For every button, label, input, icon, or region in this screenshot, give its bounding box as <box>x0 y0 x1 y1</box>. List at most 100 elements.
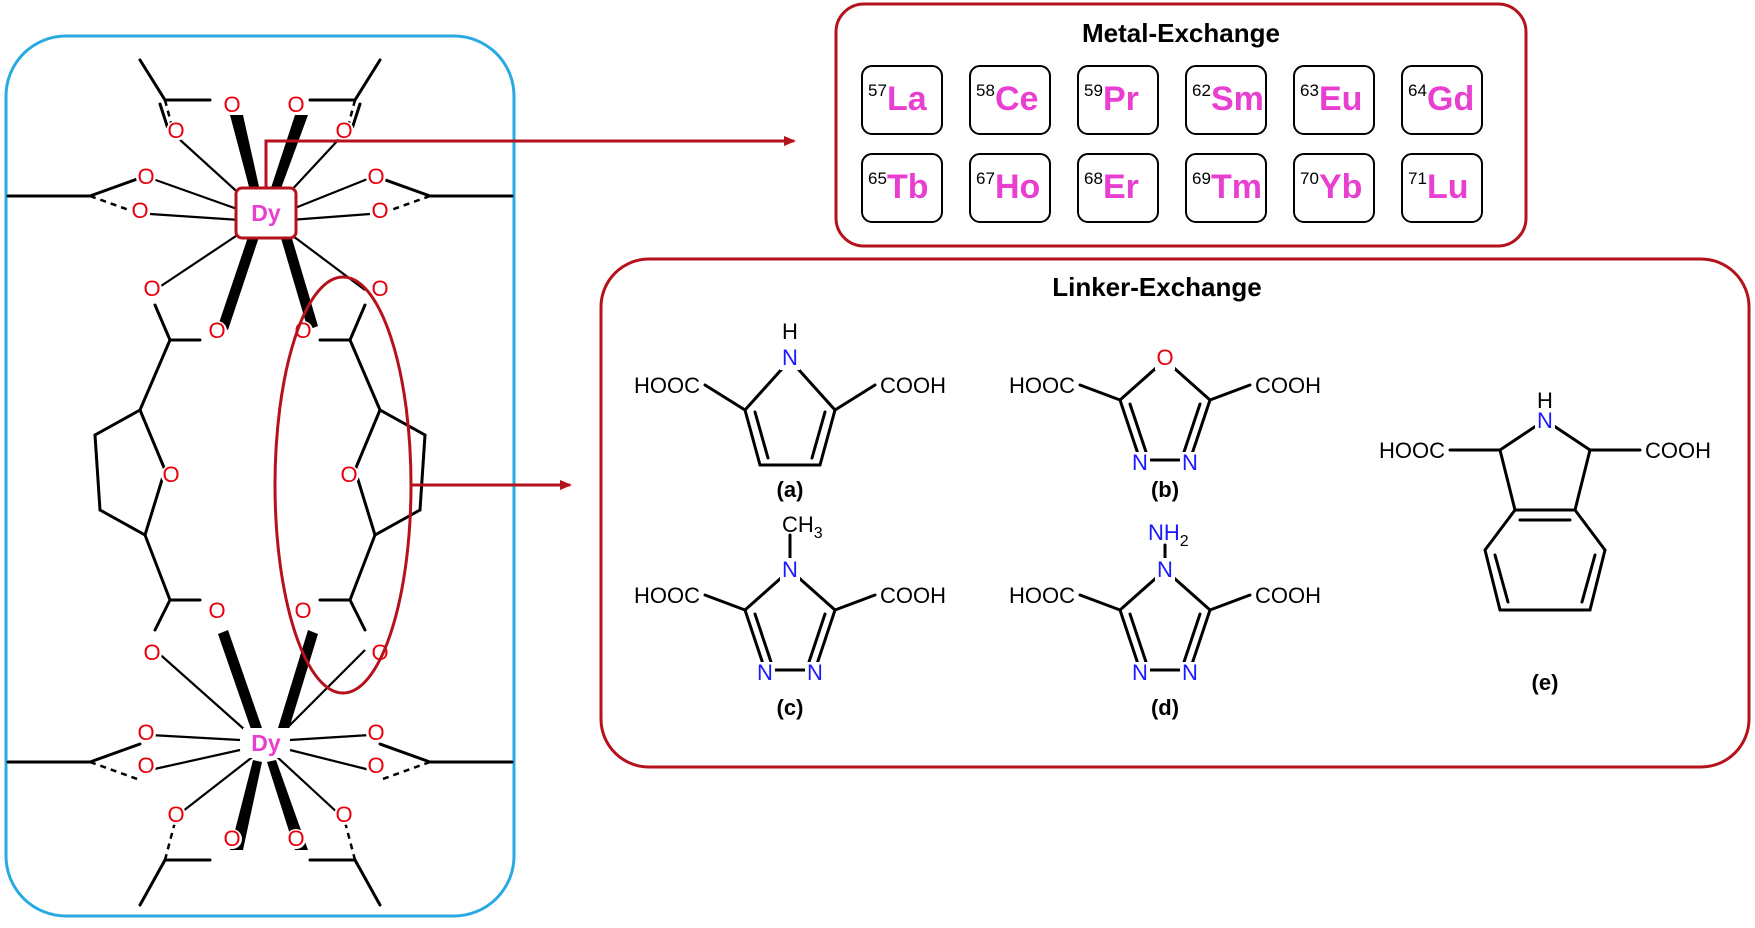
oxygen-atom-bg <box>286 95 306 115</box>
element-number: 65 <box>868 169 887 188</box>
oxygen-atom: O <box>208 318 225 343</box>
dy-upper-label: Dy <box>251 200 281 226</box>
oxygen-atom: O <box>162 462 179 487</box>
oxygen-atom: O <box>371 640 388 665</box>
linker-d-n1: N <box>1132 660 1148 685</box>
linker-d-caption: (d) <box>1151 695 1179 720</box>
dy-lower-label: Dy <box>251 730 281 756</box>
oxygen-atom-bg <box>207 321 227 341</box>
element-tile-frame <box>1401 65 1483 135</box>
element-tile-frame <box>1293 65 1375 135</box>
linker-c-n-methyl: N <box>782 557 798 582</box>
linker-b: O N N HOOC COOH (b) <box>1009 345 1321 502</box>
linker-a-n: N <box>782 345 798 370</box>
oxygen-atom: O <box>223 92 240 117</box>
element-symbol: Lu <box>1427 168 1469 206</box>
linker-exchange-panel: Linker-Exchange N H HOOC COOH (a) <box>599 257 1751 769</box>
element-tile-frame <box>1185 65 1267 135</box>
structure-frame <box>4 34 516 918</box>
linker-e-caption: (e) <box>1532 670 1559 695</box>
oxygen-atom-bg <box>222 829 242 849</box>
linker-e: N H HOOC COOH (e) <box>1379 388 1711 695</box>
oxygen-atom: O <box>208 598 225 623</box>
oxygen-atom: O <box>335 802 352 827</box>
oxygen-atom: O <box>371 198 388 223</box>
linker-b-o: O <box>1156 345 1173 370</box>
element-number: 64 <box>1408 81 1427 100</box>
linker-c-caption: (c) <box>777 695 804 720</box>
oxygen-atom: O <box>143 276 160 301</box>
element-tile-frame <box>969 153 1051 223</box>
element-symbol: Tm <box>1211 168 1262 206</box>
element-number: 57 <box>868 81 887 100</box>
element-symbol: Tb <box>887 168 929 206</box>
linker-e-n: N <box>1537 408 1553 433</box>
element-tile-frame <box>1185 153 1267 223</box>
oxygen-atom-bg <box>286 829 306 849</box>
oxygen-atom-bg <box>339 465 359 485</box>
oxygen-atom: O <box>287 92 304 117</box>
linker-c-hooc: HOOC <box>634 583 700 608</box>
linker-e-hooc: HOOC <box>1379 438 1445 463</box>
element-number: 69 <box>1192 169 1211 188</box>
linker-a: N H HOOC COOH (a) <box>634 319 946 502</box>
oxygen-atom: O <box>167 802 184 827</box>
metal-exchange-title: Metal-Exchange <box>1082 18 1280 48</box>
linker-b-hooc: HOOC <box>1009 373 1075 398</box>
element-tile-frame <box>969 65 1051 135</box>
element-symbol: Sm <box>1211 80 1264 118</box>
element-number: 59 <box>1084 81 1103 100</box>
linker-d-cooh: COOH <box>1255 583 1321 608</box>
oxygen-atom-bg <box>130 201 150 221</box>
left-linker <box>93 303 202 632</box>
oxygen-atom: O <box>294 598 311 623</box>
oxygen-atom: O <box>367 753 384 778</box>
element-tile-frame <box>1077 153 1159 223</box>
linker-b-n2: N <box>1182 450 1198 475</box>
oxygen-atom-bg <box>370 201 390 221</box>
element-number: 71 <box>1408 169 1427 188</box>
oxygen-atom: O <box>131 198 148 223</box>
element-tile-frame <box>1077 65 1159 135</box>
element-symbol: Ho <box>995 168 1040 206</box>
oxygen-atom: O <box>137 164 154 189</box>
linker-a-cooh: COOH <box>880 373 946 398</box>
linker-d-hooc: HOOC <box>1009 583 1075 608</box>
oxygen-atom-bg <box>334 805 354 825</box>
oxygen-atom-bg <box>222 95 242 115</box>
oxygen-atom-bg <box>136 167 156 187</box>
linker-a-caption: (a) <box>777 477 804 502</box>
element-symbol: Pr <box>1103 80 1139 118</box>
linker-c-n1: N <box>757 660 773 685</box>
linker-a-h: H <box>782 319 798 344</box>
oxygen-atom-bg <box>293 601 313 621</box>
element-number: 63 <box>1300 81 1319 100</box>
element-tile-frame <box>1293 153 1375 223</box>
linker-d-nh2: NH2 <box>1148 520 1189 550</box>
metal-exchange-arrow <box>264 136 796 188</box>
right-linker <box>318 303 427 632</box>
linker-a-hooc: HOOC <box>634 373 700 398</box>
element-number: 68 <box>1084 169 1103 188</box>
oxygen-atom-bg <box>161 465 181 485</box>
oxygen-atom-bg <box>166 805 186 825</box>
oxygen-atom: O <box>367 720 384 745</box>
oxygen-atom: O <box>137 753 154 778</box>
element-symbol: Eu <box>1319 80 1362 118</box>
oxygen-atom: O <box>167 118 184 143</box>
oxygen-atom: O <box>335 118 352 143</box>
linker-c: N CH3 N N HOOC COOH (c) <box>634 512 946 720</box>
oxygen-atom-bg <box>370 279 390 299</box>
element-tile-frame <box>1401 153 1483 223</box>
element-tile-frame <box>861 153 943 223</box>
